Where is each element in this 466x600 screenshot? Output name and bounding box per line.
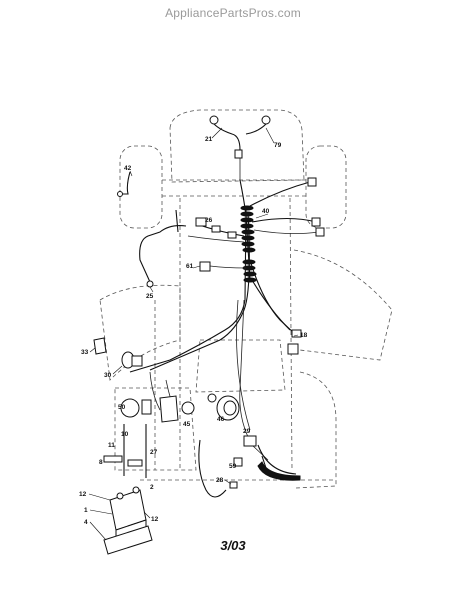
callout-42: 42 bbox=[124, 165, 132, 172]
headlight-assembly bbox=[209, 115, 271, 180]
callout-59: 59 bbox=[229, 463, 237, 470]
callout-29: 29 bbox=[243, 428, 251, 435]
part-50-light bbox=[120, 398, 152, 418]
callout-61: 61 bbox=[186, 263, 194, 270]
leader-lines bbox=[88, 127, 299, 541]
callout-8: 8 bbox=[99, 459, 103, 466]
callout-45: 45 bbox=[183, 421, 191, 428]
callout-26: 26 bbox=[205, 217, 213, 224]
main-harness bbox=[129, 179, 319, 498]
callout-4: 4 bbox=[84, 519, 88, 526]
callout-18: 18 bbox=[300, 332, 308, 339]
part-61-relay bbox=[199, 261, 211, 272]
callout-2: 2 bbox=[150, 484, 154, 491]
callout-12-right: 12 bbox=[151, 516, 159, 523]
part-30-ignition-switch bbox=[121, 351, 143, 369]
part-18-switch bbox=[287, 329, 302, 355]
battery-cables bbox=[103, 424, 147, 478]
part-28-cable bbox=[229, 481, 238, 489]
callout-25: 25 bbox=[146, 293, 154, 300]
callout-33: 33 bbox=[81, 349, 89, 356]
part-33-key-switch bbox=[93, 337, 107, 355]
callout-1: 1 bbox=[84, 507, 88, 514]
callout-79: 79 bbox=[274, 142, 282, 149]
watermark: AppliancePartsPros.com bbox=[165, 6, 301, 20]
page-footer-date: 3/03 bbox=[220, 538, 246, 553]
part-59-fuse bbox=[233, 457, 243, 467]
part-46-headlamp bbox=[216, 395, 240, 421]
callouts: 21 79 42 40 26 61 25 18 33 30 50 45 46 2… bbox=[79, 136, 308, 526]
callout-12-left: 12 bbox=[79, 491, 87, 498]
callout-21: 21 bbox=[205, 136, 213, 143]
part-40-harness-right-connectors bbox=[307, 177, 325, 237]
callout-28: 28 bbox=[216, 477, 224, 484]
callout-50: 50 bbox=[118, 404, 126, 411]
callout-27: 27 bbox=[150, 449, 158, 456]
coil-wrap bbox=[240, 205, 257, 283]
tractor-outline bbox=[99, 109, 393, 489]
callout-40: 40 bbox=[262, 208, 270, 215]
callout-11: 11 bbox=[108, 442, 115, 449]
callout-10: 10 bbox=[121, 431, 129, 438]
part-26-connector bbox=[195, 217, 237, 239]
part-25-ring-terminal bbox=[146, 280, 154, 288]
battery bbox=[103, 486, 153, 555]
part-42-ground-wire bbox=[117, 171, 131, 197]
part-29-connector bbox=[243, 435, 301, 481]
callout-46: 46 bbox=[217, 416, 225, 423]
callout-30: 30 bbox=[104, 372, 112, 379]
part-45-hourmeter bbox=[159, 393, 217, 423]
